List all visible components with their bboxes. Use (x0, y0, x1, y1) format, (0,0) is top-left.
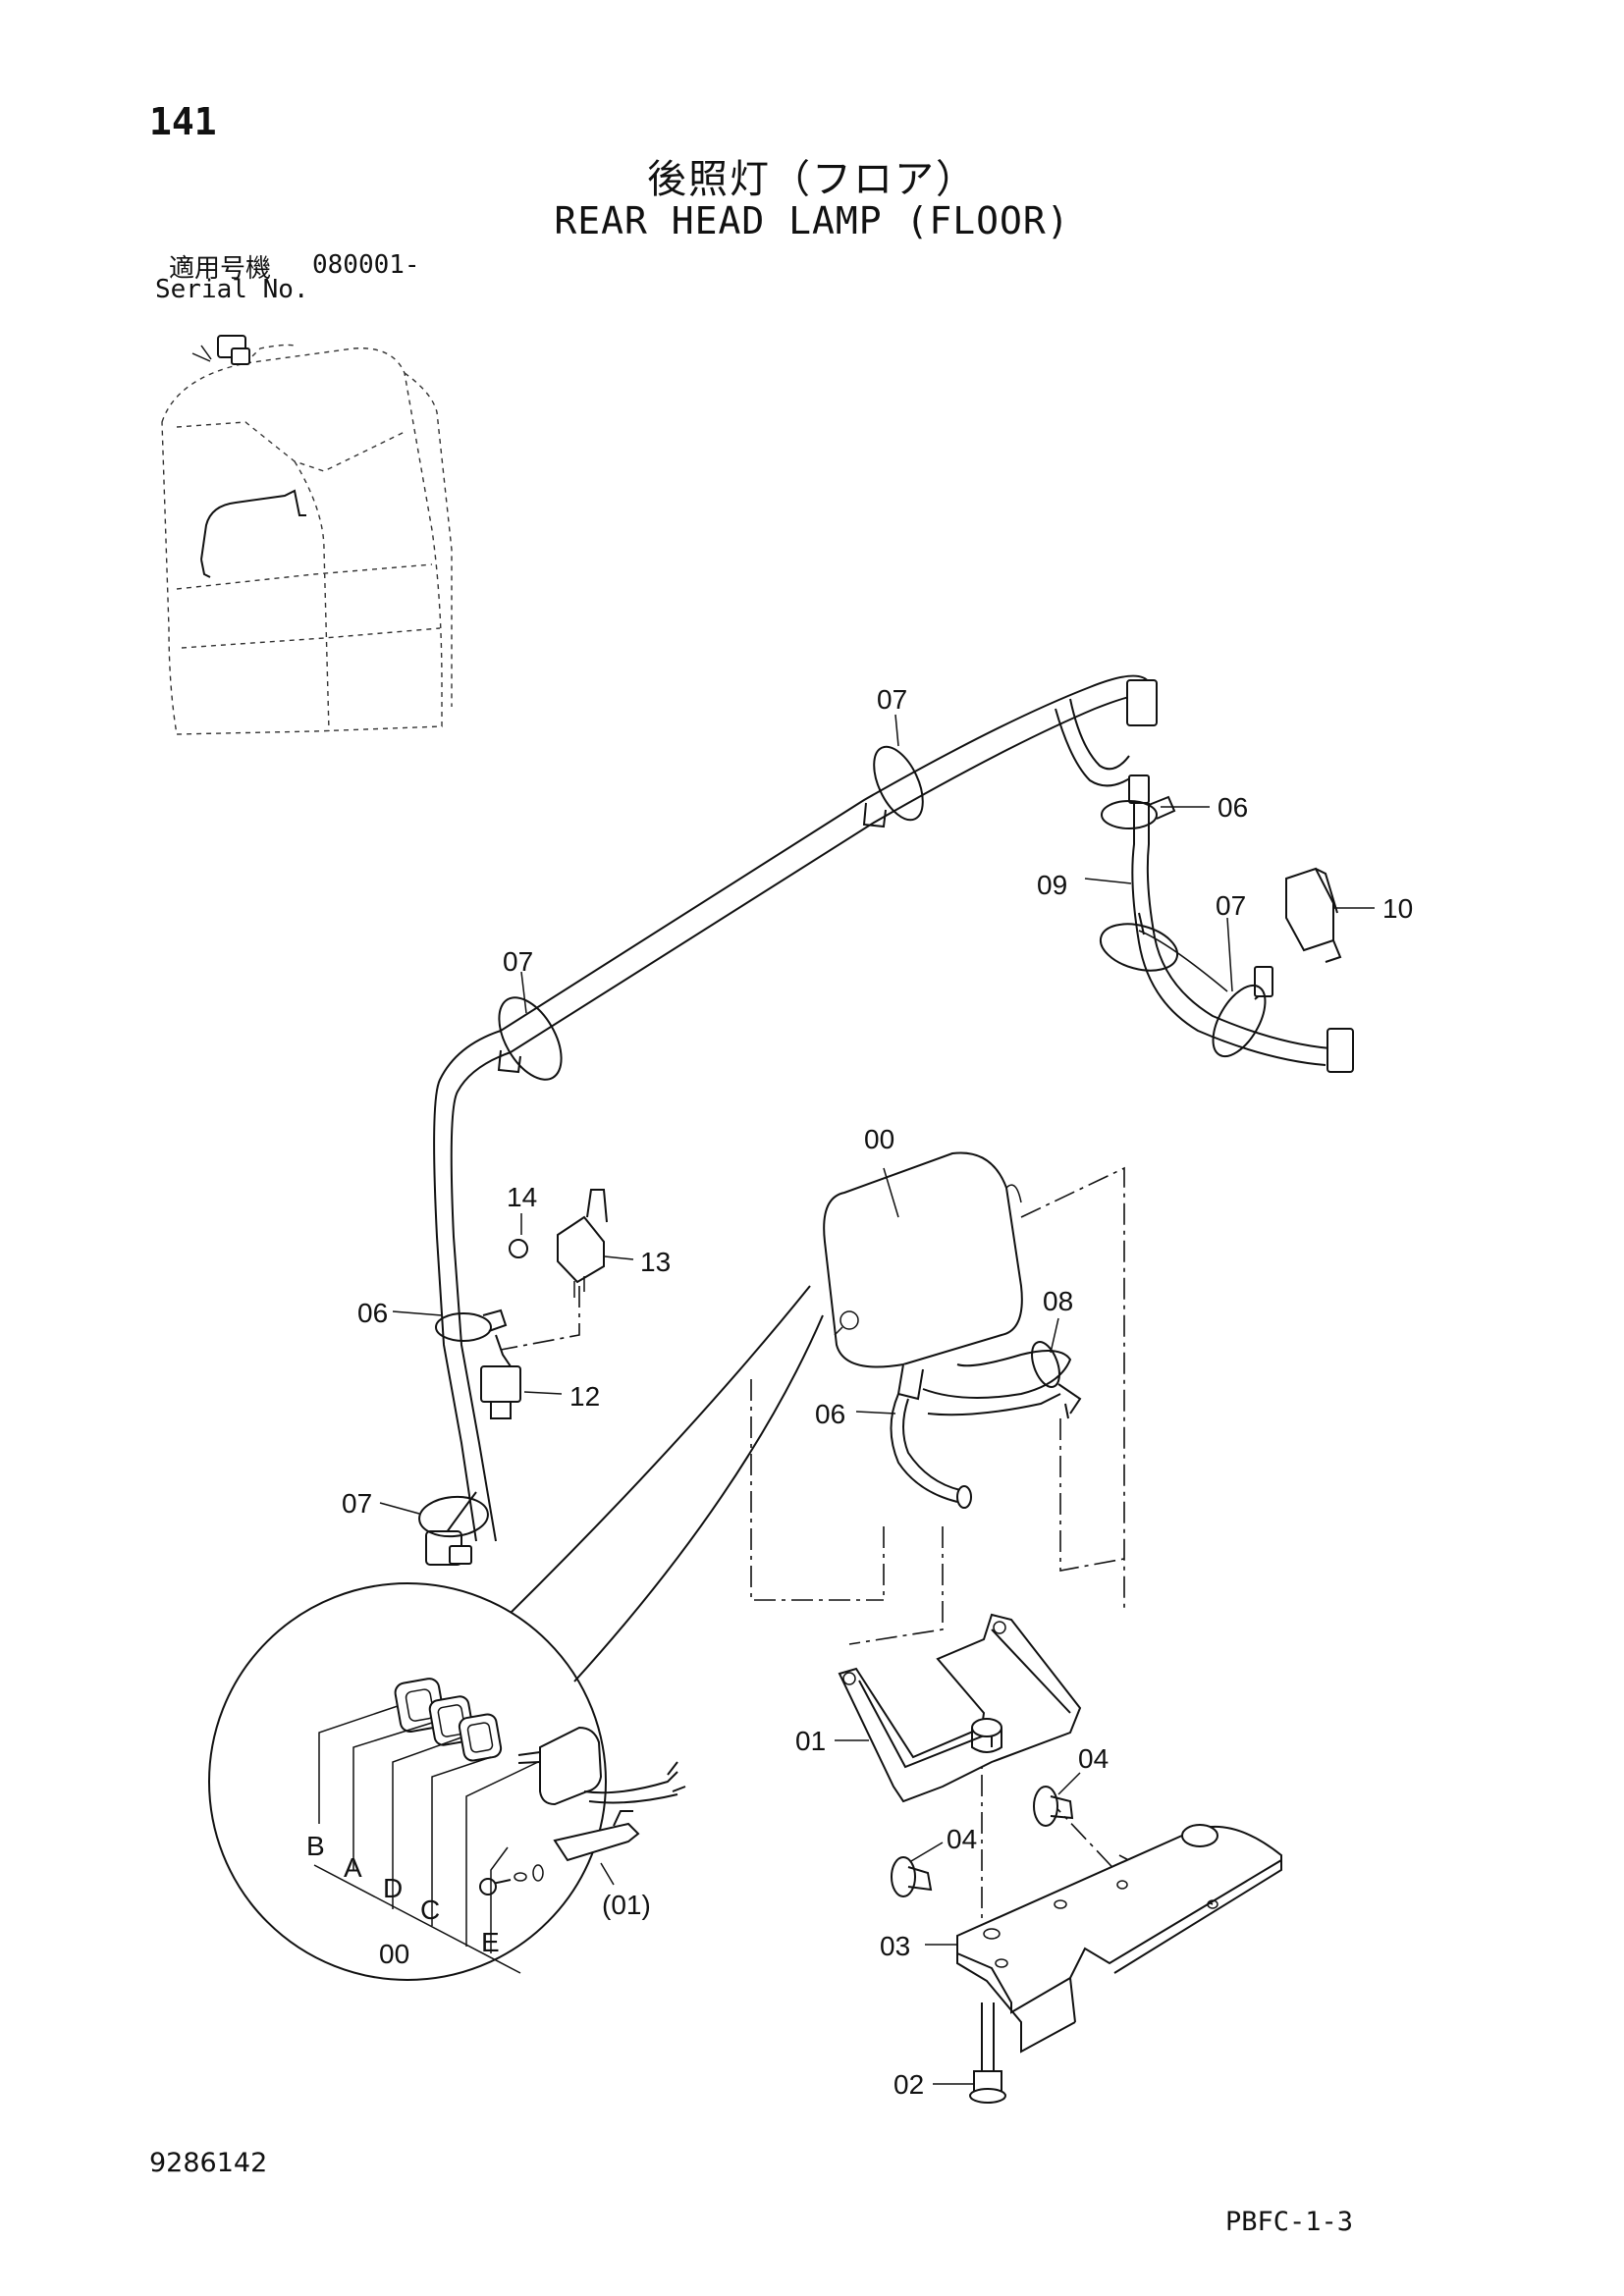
bolt-04-lower (891, 1856, 933, 1897)
detail-label-d: D (383, 1873, 403, 1903)
bolt-02 (969, 2002, 1006, 2104)
rear-head-lamp-00 (823, 1151, 1082, 1509)
main-wiring-harness (425, 674, 1354, 1566)
callout-07-right: 07 (1216, 890, 1246, 921)
detail-label-b: B (306, 1831, 325, 1861)
page-title-japanese: 後照灯（フロア） (647, 157, 977, 202)
callout-14: 14 (507, 1182, 537, 1212)
callout-08: 08 (1043, 1286, 1073, 1316)
callout-00-lamp: 00 (864, 1124, 894, 1154)
callout-03: 03 (880, 1931, 910, 1961)
detail-label-bracket-ref: (01) (602, 1890, 651, 1920)
serial-number-value: 080001- (312, 250, 420, 280)
callout-09: 09 (1037, 870, 1067, 900)
serial-label-japanese: 適用号機 (169, 254, 272, 284)
callout-12: 12 (569, 1381, 600, 1412)
detail-magnified-view (208, 1285, 824, 1981)
page-number: 141 (149, 100, 217, 143)
clip-06-harness (435, 795, 1176, 1342)
connector-10 (1285, 867, 1342, 963)
detail-label-c: C (420, 1895, 440, 1925)
callout-06-lamp: 06 (815, 1399, 845, 1429)
serial-label-english: Serial No. (155, 275, 309, 304)
connector-12 (480, 1334, 521, 1419)
page-code: PBFC-1-3 (1225, 2207, 1354, 2237)
callout-04-lower: 04 (947, 1824, 977, 1854)
detail-label-a: A (344, 1852, 362, 1883)
detail-label-00: 00 (379, 1939, 409, 1969)
clamp-07-right-lower (1212, 984, 1267, 1058)
callout-01: 01 (795, 1726, 826, 1756)
base-plate-03 (956, 1824, 1282, 2054)
callout-10: 10 (1382, 893, 1413, 924)
callout-13: 13 (640, 1247, 671, 1277)
clamp-07-top (862, 745, 924, 828)
callout-07-bottom: 07 (342, 1488, 372, 1519)
callout-leaders (379, 714, 1375, 2085)
cab-overview-sketch (161, 335, 453, 735)
detail-label-e: E (481, 1927, 500, 1957)
callout-06-left: 06 (357, 1298, 388, 1328)
bolt-04-upper (1033, 1786, 1074, 1827)
clamp-07-left (497, 996, 563, 1081)
callout-02: 02 (893, 2069, 924, 2100)
callout-07-left: 07 (503, 946, 533, 977)
clamp-07-right (1099, 912, 1179, 972)
callout-04-upper: 04 (1078, 1743, 1109, 1774)
clamp-07-bottom (418, 1495, 489, 1538)
relay-13 (500, 1189, 608, 1351)
callout-06-right: 06 (1218, 792, 1248, 823)
document-number: 9286142 (149, 2148, 268, 2178)
callout-07-top: 07 (877, 684, 907, 715)
page-title-english: REAR HEAD LAMP (FLOOR) (554, 199, 1070, 242)
bracket-01 (838, 1613, 1082, 1803)
